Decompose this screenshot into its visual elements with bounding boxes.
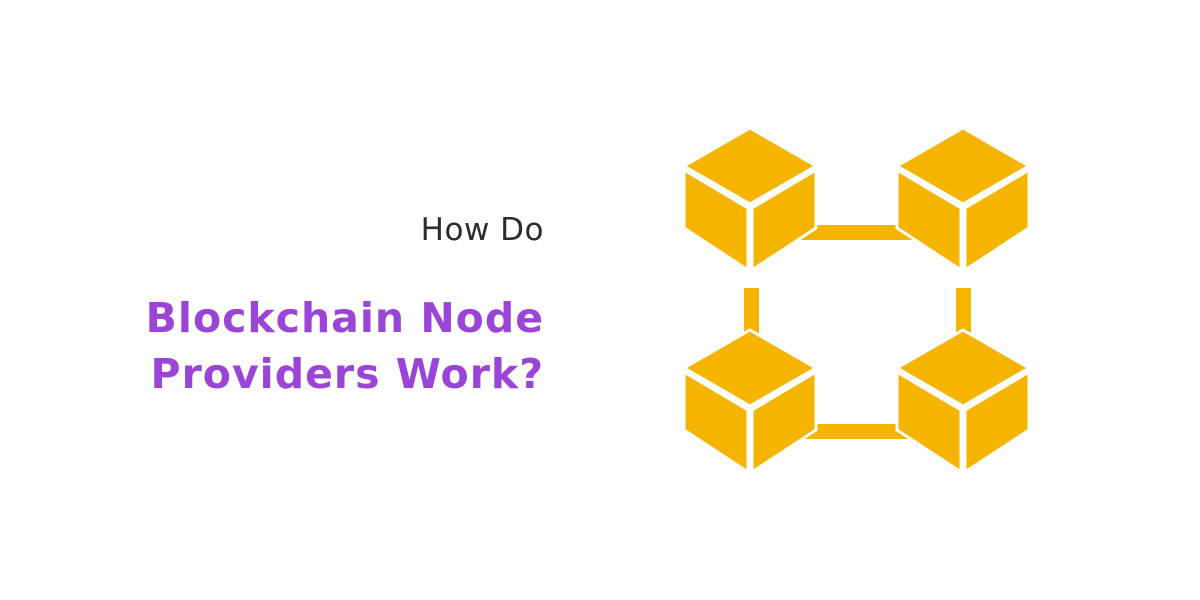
title-headline: Blockchain Node Providers Work? [146, 290, 544, 402]
cube-top-face [680, 126, 820, 206]
title-line-2: Providers Work? [150, 350, 544, 398]
cube-left-face [895, 167, 963, 273]
cube-top-face [893, 328, 1033, 408]
cube-right-face [963, 167, 1031, 273]
cube-bottom-right [893, 328, 1033, 475]
cube-left-face [895, 369, 963, 475]
title-line-1: Blockchain Node [145, 294, 544, 342]
cube-top-right [893, 126, 1033, 273]
cube-top-face [893, 126, 1033, 206]
cube-right-face [750, 167, 818, 273]
title-kicker: How Do [420, 212, 544, 248]
chain-logo [680, 126, 1033, 475]
cube-right-face [963, 369, 1031, 475]
title-block: How Do Blockchain Node Providers Work? [146, 206, 544, 402]
cube-left-face [682, 369, 750, 475]
cube-top-face [680, 328, 820, 408]
cube-top-left [680, 126, 820, 273]
cube-bottom-left [680, 328, 820, 475]
cube-left-face [682, 167, 750, 273]
cube-right-face [750, 369, 818, 475]
